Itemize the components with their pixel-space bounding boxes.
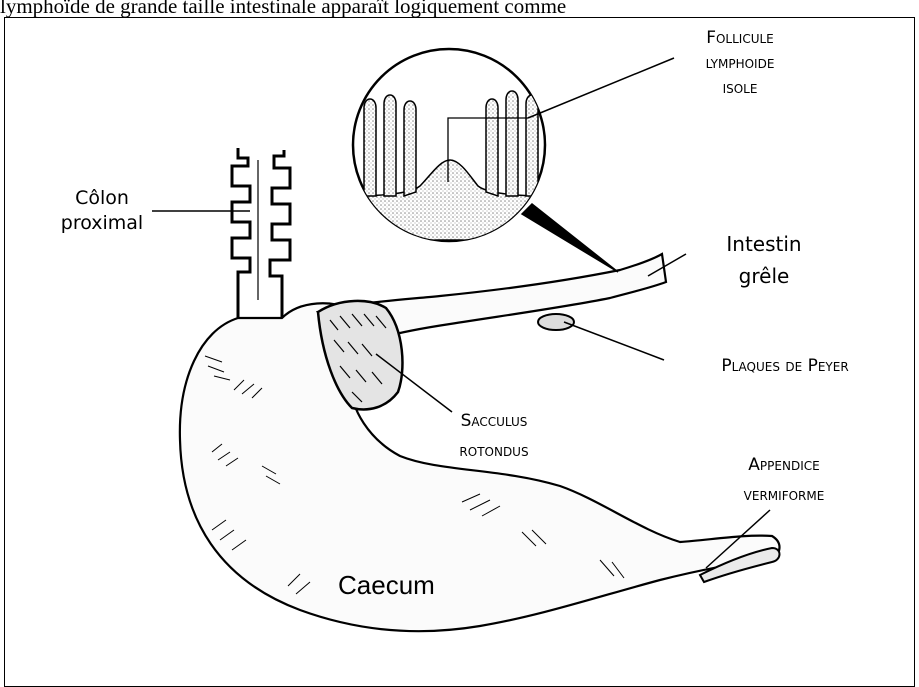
sacculus-rotondus-label: Sacculus rotondus <box>446 406 542 466</box>
appendice-label-line2: vermiforme <box>716 480 852 510</box>
follicule-label-line3: isole <box>684 76 796 101</box>
lymphoid-follicle-inset <box>350 49 550 241</box>
colon-proximal-label: Côlon proximal <box>50 186 154 236</box>
peyer-patch-shape <box>538 314 574 330</box>
follicule-label-line2: lymphoide <box>684 51 796 76</box>
colon-proximal-shape <box>232 148 290 318</box>
caecum-label: Caecum <box>338 570 435 601</box>
colon-label-line2: proximal <box>50 211 154 236</box>
caecum-body-shape <box>180 303 780 631</box>
follicule-label-line1: Follicule <box>684 26 796 51</box>
sacculus-label-line1: Sacculus <box>446 406 542 436</box>
follicule-label: Follicule lymphoide isole <box>684 26 796 101</box>
intestin-label-line1: Intestin <box>716 228 812 260</box>
sacculus-label-line2: rotondus <box>446 436 542 466</box>
plaques-de-peyer-label: Plaques de Peyer <box>672 354 898 379</box>
colon-label-line1: Côlon <box>50 186 154 211</box>
inset-pointer <box>522 204 618 272</box>
appendice-vermiforme-label: Appendice vermiforme <box>716 450 852 510</box>
intestin-grele-label: Intestin grêle <box>716 228 812 292</box>
appendice-label-line1: Appendice <box>716 450 852 480</box>
intestin-label-line2: grêle <box>716 260 812 292</box>
